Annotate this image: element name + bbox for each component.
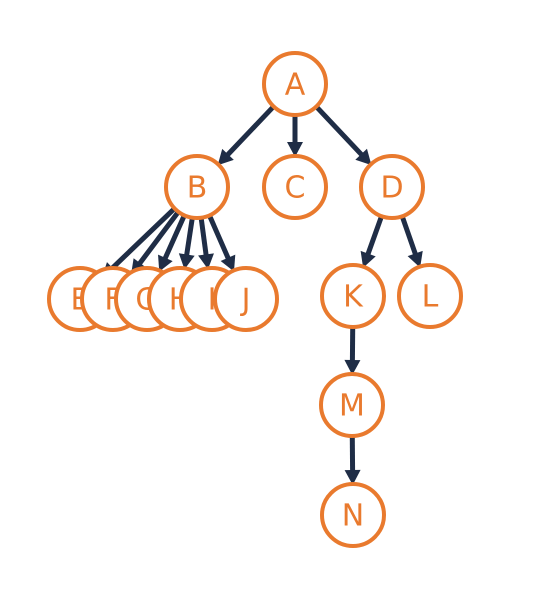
node-circle — [320, 482, 386, 548]
edge-A-B — [217, 104, 276, 166]
arrowhead — [407, 250, 423, 268]
edge-M-N — [344, 435, 361, 486]
node-circle — [262, 154, 328, 220]
node-C: C — [262, 154, 328, 220]
edge-D-L — [399, 215, 423, 268]
edge-line — [109, 206, 177, 272]
node-label: D — [380, 171, 403, 206]
arrowhead — [198, 253, 214, 270]
arrowhead — [360, 250, 376, 268]
node-D: D — [359, 154, 425, 220]
edge-line — [198, 217, 209, 257]
node-circle — [359, 154, 425, 220]
edge-line — [183, 217, 195, 257]
nodes-layer: ABCDEFGHIJKLMN — [47, 51, 463, 548]
arrowhead — [344, 469, 361, 486]
node-label: B — [187, 171, 208, 206]
node-circle — [213, 266, 279, 332]
node-B: B — [164, 154, 230, 220]
node-label: I — [208, 283, 217, 318]
node-circle — [262, 51, 328, 117]
node-M: M — [319, 372, 385, 438]
node-J: J — [213, 266, 279, 332]
edge-D-K — [360, 215, 384, 268]
node-label: K — [343, 280, 364, 315]
node-label: N — [342, 499, 364, 534]
arrowhead — [158, 254, 173, 272]
edge-line — [207, 214, 232, 261]
edge-line — [365, 215, 384, 257]
edge-line — [224, 104, 276, 158]
edge-A-C — [287, 115, 303, 157]
node-N: N — [320, 482, 386, 548]
node-circle — [319, 372, 385, 438]
node-circle — [320, 263, 386, 329]
node-L: L — [397, 263, 463, 329]
arrowhead — [287, 142, 303, 157]
edge-B-H — [178, 217, 195, 270]
node-circle — [164, 154, 230, 220]
node-label: M — [339, 389, 365, 424]
arrowhead — [355, 148, 372, 166]
node-label: J — [240, 283, 251, 318]
arrowhead — [178, 253, 195, 270]
node-A: A — [262, 51, 328, 117]
arrowhead — [344, 359, 361, 376]
arrowhead — [220, 254, 236, 272]
node-circle — [397, 263, 463, 329]
edges-layer — [101, 104, 423, 486]
node-label: L — [422, 280, 439, 315]
node-label: C — [285, 171, 306, 206]
edge-line — [399, 215, 419, 257]
edge-B-I — [198, 217, 214, 270]
edge-B-J — [207, 214, 236, 272]
edge-line — [136, 210, 181, 267]
node-K: K — [320, 263, 386, 329]
node-label: A — [285, 68, 306, 103]
edge-B-G — [158, 214, 187, 272]
edge-line — [314, 104, 365, 158]
arrowhead — [217, 148, 234, 166]
edge-A-D — [314, 104, 372, 166]
edge-K-M — [344, 326, 361, 376]
edge-line — [162, 214, 187, 261]
